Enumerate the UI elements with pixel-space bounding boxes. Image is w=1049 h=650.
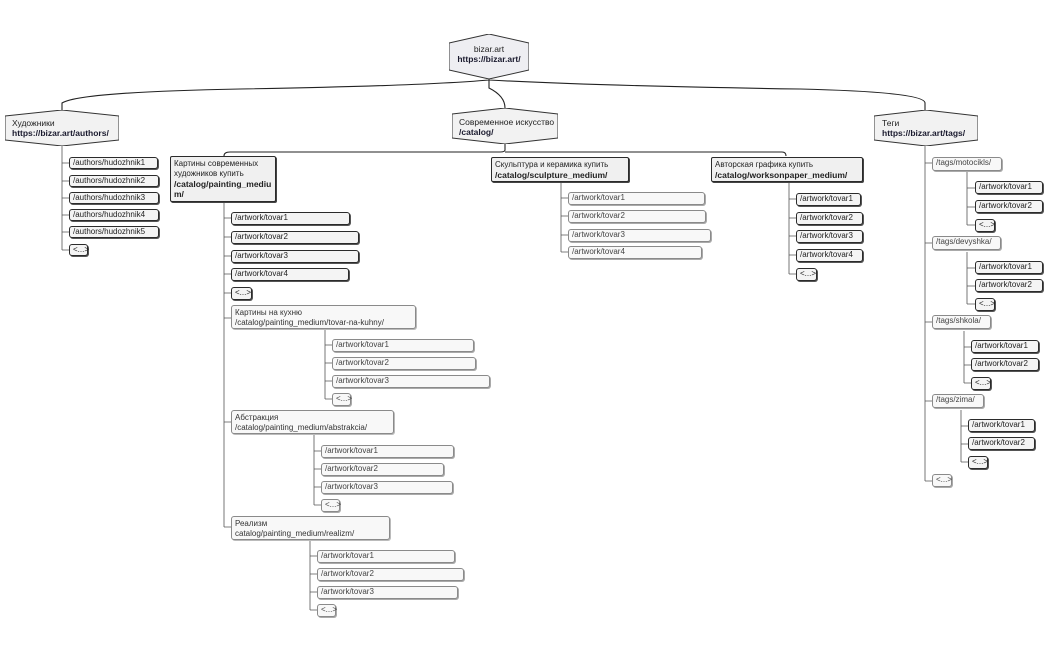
sculpture-item[interactable]: /artwork/tovar4	[568, 246, 702, 259]
tags-url: https://bizar.art/tags/	[882, 128, 966, 138]
hexagon-shape	[452, 108, 558, 144]
subcategory-item[interactable]: /artwork/tovar2	[321, 463, 444, 476]
graphics-item[interactable]: /artwork/tovar2	[796, 212, 863, 225]
subcategory-item[interactable]: /artwork/tovar3	[317, 586, 458, 599]
subcategory-item[interactable]: /artwork/tovar3	[332, 375, 490, 388]
authors-url: https://bizar.art/authors/	[12, 128, 109, 138]
painting-more[interactable]: <...>	[231, 287, 252, 300]
tag-more[interactable]: <...>	[975, 219, 995, 232]
graphics-item[interactable]: /artwork/tovar4	[796, 249, 863, 262]
graphics-more[interactable]: <...>	[796, 268, 817, 281]
painting-item[interactable]: /artwork/tovar3	[231, 250, 359, 263]
painting-url: /catalog/painting_medium/	[174, 179, 272, 199]
painting-title: Картины современных художников купить	[174, 159, 259, 178]
graphics-item[interactable]: /artwork/tovar3	[796, 230, 863, 243]
subcategory-url: catalog/painting_medium/realizm/	[235, 529, 355, 538]
tag-item[interactable]: /artwork/tovar2	[968, 437, 1035, 450]
subcategory-item[interactable]: /artwork/tovar1	[321, 445, 454, 458]
tag-zima[interactable]: /tags/zima/	[932, 394, 984, 408]
subcategory-more[interactable]: <...>	[332, 393, 352, 406]
graphics-category[interactable]: Авторская графика купить /catalog/workso…	[711, 157, 863, 182]
tag-item[interactable]: /artwork/tovar1	[975, 181, 1043, 194]
tag-shkola[interactable]: /tags/shkola/	[932, 315, 991, 329]
tag-more[interactable]: <...>	[968, 456, 988, 469]
tag-item[interactable]: /artwork/tovar2	[975, 279, 1043, 292]
tag-item[interactable]: /artwork/tovar1	[968, 419, 1035, 432]
root-name: bizar.art	[473, 44, 505, 54]
subcategory-url: /catalog/painting_medium/abstrakcia/	[235, 423, 368, 432]
sculpture-item[interactable]: /artwork/tovar1	[568, 192, 705, 205]
subcategory-item[interactable]: /artwork/tovar1	[317, 550, 455, 563]
sculpture-title: Скульптура и керамика купить	[495, 160, 609, 169]
authors-node[interactable]: Художники https://bizar.art/authors/	[5, 110, 119, 146]
tag-item[interactable]: /artwork/tovar2	[971, 358, 1039, 371]
authors-title: Художники	[12, 118, 55, 128]
tag-devyshka[interactable]: /tags/devyshka/	[932, 236, 1001, 250]
sculpture-url: /catalog/sculpture_medium/	[495, 170, 608, 180]
subcategory-item[interactable]: /artwork/tovar2	[332, 357, 476, 370]
tag-motocikls[interactable]: /tags/motocikls/	[932, 157, 1002, 171]
painting-item[interactable]: /artwork/tovar1	[231, 212, 350, 225]
catalog-title: Современное искусство	[459, 117, 555, 127]
tag-item[interactable]: /artwork/tovar1	[975, 261, 1043, 274]
graphics-title: Авторская графика купить	[715, 160, 813, 169]
hexagon-shape	[449, 34, 529, 79]
root-node[interactable]: bizar.art https://bizar.art/	[449, 34, 529, 79]
subcategory-title: Реализм	[235, 519, 268, 528]
author-link[interactable]: /authors/hudozhnik1	[69, 157, 158, 169]
catalog-url: /catalog/	[459, 127, 494, 137]
author-link[interactable]: /authors/hudozhnik4	[69, 209, 159, 221]
catalog-node[interactable]: Современное искусство /catalog/	[452, 108, 558, 144]
subcategory-abstraction[interactable]: Абстракция /catalog/painting_medium/abst…	[231, 410, 394, 434]
author-more[interactable]: <...>	[69, 244, 89, 256]
subcategory-title: Абстракция	[235, 413, 279, 422]
hexagon-shape	[5, 110, 119, 146]
subcategory-title: Картины на кухню	[235, 308, 303, 317]
tag-item[interactable]: /artwork/tovar2	[975, 200, 1043, 213]
sculpture-item[interactable]: /artwork/tovar2	[568, 210, 706, 223]
tags-more[interactable]: <...>	[932, 474, 952, 487]
author-link[interactable]: /authors/hudozhnik2	[69, 175, 159, 187]
tag-item[interactable]: /artwork/tovar1	[971, 340, 1039, 353]
graphics-item[interactable]: /artwork/tovar1	[796, 193, 861, 206]
graphics-url: /catalog/worksonpaper_medium/	[715, 170, 848, 180]
tags-node[interactable]: Теги https://bizar.art/tags/	[874, 110, 978, 146]
sculpture-category[interactable]: Скульптура и керамика купить /catalog/sc…	[491, 157, 629, 182]
hexagon-shape	[874, 110, 978, 146]
tag-more[interactable]: <...>	[975, 298, 995, 311]
tag-more[interactable]: <...>	[971, 377, 991, 390]
sculpture-item[interactable]: /artwork/tovar3	[568, 229, 711, 242]
author-link[interactable]: /authors/hudozhnik5	[69, 226, 159, 238]
painting-category[interactable]: Картины современных художников купить /c…	[170, 156, 276, 202]
subcategory-item[interactable]: /artwork/tovar1	[332, 339, 474, 352]
root-url: https://bizar.art/	[457, 54, 521, 64]
subcategory-item[interactable]: /artwork/tovar3	[321, 481, 453, 494]
painting-item[interactable]: /artwork/tovar4	[231, 268, 349, 281]
subcategory-kitchen[interactable]: Картины на кухню /catalog/painting_mediu…	[231, 305, 416, 329]
author-link[interactable]: /authors/hudozhnik3	[69, 192, 159, 204]
subcategory-realism[interactable]: Реализм catalog/painting_medium/realizm/	[231, 516, 390, 540]
tags-title: Теги	[882, 118, 900, 128]
subcategory-url: /catalog/painting_medium/tovar-na-kuhny/	[235, 318, 384, 327]
subcategory-more[interactable]: <...>	[317, 604, 337, 617]
painting-item[interactable]: /artwork/tovar2	[231, 231, 359, 244]
subcategory-item[interactable]: /artwork/tovar2	[317, 568, 464, 581]
subcategory-more[interactable]: <...>	[321, 499, 341, 512]
